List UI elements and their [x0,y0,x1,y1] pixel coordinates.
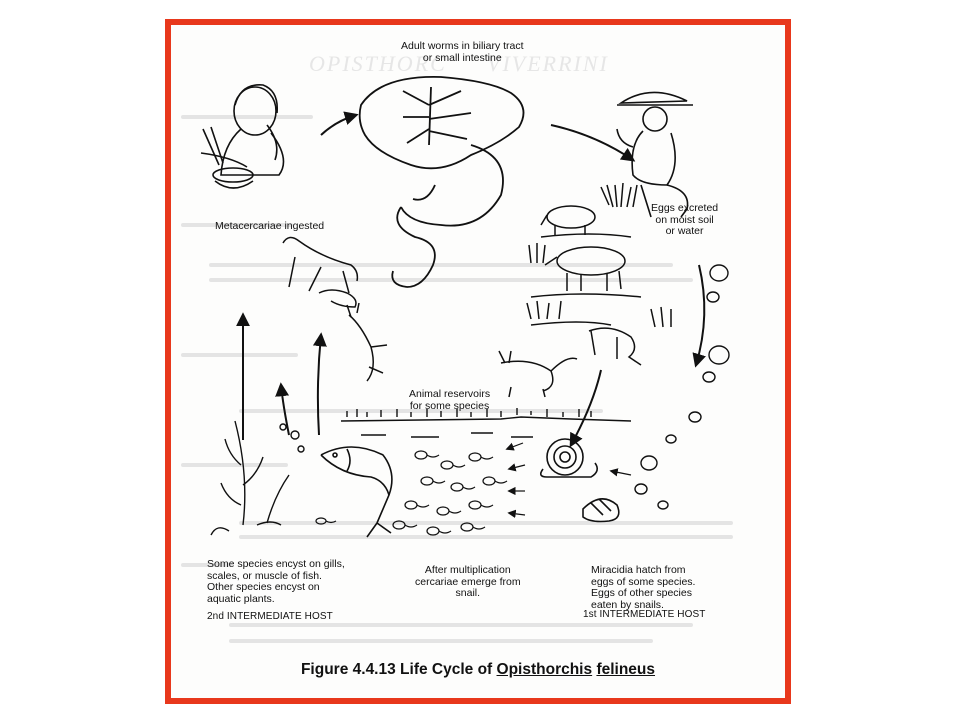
aquatic-plant-illustration [210,420,305,536]
label-adult-worms-line2: or small intestine [422,51,502,64]
pigs-and-grass-illustration [526,182,672,328]
label-cercariae-line3: snail. [455,587,481,599]
label-miracidia-line3: Eggs of other species [591,587,692,599]
man-with-hat-illustration [616,91,693,218]
liver-illustration [358,76,525,288]
water-illustration [340,408,632,438]
cercariae-illustration [315,450,508,536]
person-eating-illustration [200,84,285,189]
caption-species: felineus [596,661,656,678]
label-eggs-line3: or water [665,225,704,237]
figure-canvas: OPISTHORC VIVERRINI [171,25,785,698]
label-encyst-line1: Some species encyst on gills, [207,558,345,570]
label-second-host: 2nd INTERMEDIATE HOST [207,611,333,622]
label-adult-worms: Adult worms in biliary tract or small in… [401,40,524,64]
label-miracidia-line2: eggs of some species. [591,575,696,588]
figure-frame: OPISTHORC VIVERRINI [165,19,791,704]
larvae-arrows [505,442,632,519]
label-adult-worms-line1: Adult worms in biliary tract [401,40,524,52]
arrow-to-snail [569,369,602,448]
label-encyst-line4: aquatic plants. [207,592,275,605]
arrow-fish-to-cat [312,332,327,436]
arrow-plants-up [275,382,290,436]
cats-and-dog-illustration [282,236,642,398]
fish-illustration [320,446,393,538]
label-animal-reservoirs: Animal reservoirs for some species [409,388,491,412]
eggs-illustration [634,264,730,510]
caption-genus: Opisthorchis [496,661,593,678]
caption-prefix: Figure 4.4.13 Life Cycle of [300,661,497,678]
arrow-down-right [692,264,706,368]
label-cercariae-line1: After multiplication [424,564,511,576]
cycle-arrows [236,111,706,448]
label-miracidia-line1: Miracidia hatch from [591,564,686,576]
life-cycle-illustration [181,76,733,643]
label-miracidia: Miracidia hatch from eggs of some specie… [591,564,696,611]
watermark-title-left: OPISTHORC [309,51,447,76]
watermark-lines [181,115,733,643]
label-encyst-line3: Other species encyst on [207,581,320,593]
label-eggs-line2: on moist soil [655,213,714,226]
label-reservoirs-line1: Animal reservoirs [409,388,491,400]
label-eggs-excreted: Eggs excreted on moist soil or water [651,202,719,238]
label-reservoirs-line2: for some species [409,399,490,412]
arrow-to-man [550,124,636,162]
label-first-host: 1st INTERMEDIATE HOST [583,609,706,620]
label-cercariae: After multiplication cercariae emerge fr… [415,564,521,600]
figure-caption: Figure 4.4.13 Life Cycle of Opisthorchis… [171,661,785,679]
label-cercariae-line2: cercariae emerge from [415,575,521,588]
snail-illustration [539,438,620,523]
label-eggs-line1: Eggs excreted [651,202,719,214]
arrow-to-liver [320,111,359,136]
label-encyst: Some species encyst on gills, scales, or… [207,558,345,605]
label-encyst-line2: scales, or muscle of fish. [207,569,322,582]
watermark-title-right: VIVERRINI [487,51,609,76]
label-miracidia-line4: eaten by snails. [591,598,664,611]
label-metacercariae: Metacercariae ingested [215,220,325,232]
